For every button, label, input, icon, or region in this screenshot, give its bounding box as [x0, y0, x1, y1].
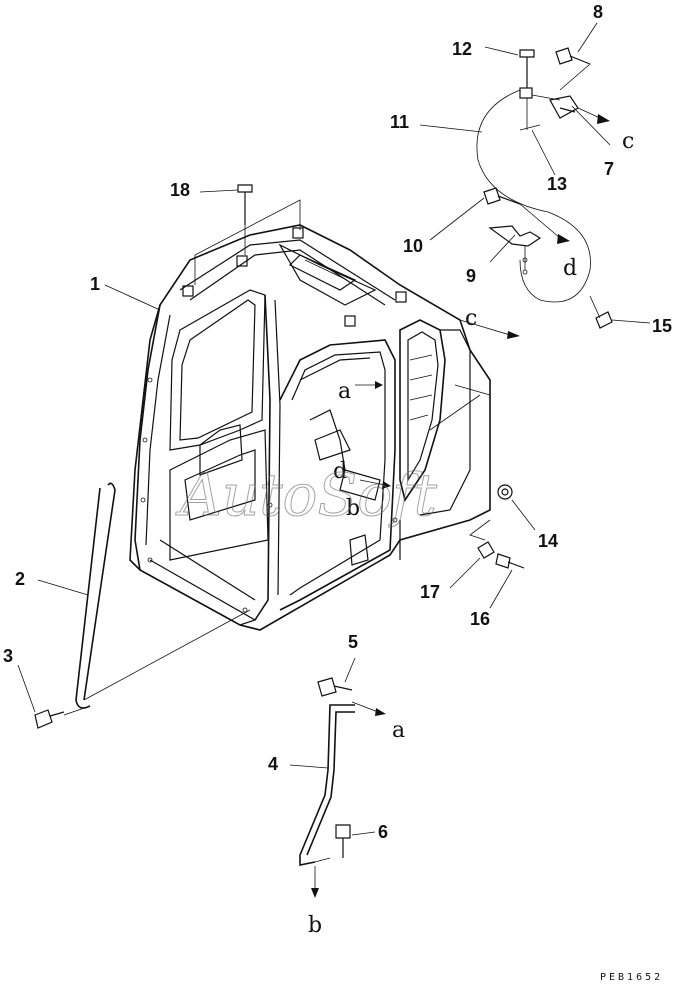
- label-part-1: 1: [90, 274, 100, 294]
- bolt-3: [34, 709, 65, 729]
- assembly-d: [483, 187, 613, 329]
- bolt-18: [194, 184, 301, 285]
- label-part-8: 8: [593, 2, 603, 22]
- label-part-12: 12: [452, 39, 472, 59]
- part-number-labels: 1 2 3 4 5 6 7 8 9 10 11 12 13 14 15 16 1…: [3, 2, 672, 842]
- label-part-9: 9: [466, 266, 476, 286]
- letter-a-pipe: a: [392, 718, 405, 743]
- letter-b-cab: b: [346, 496, 360, 521]
- letter-c-cab: c: [465, 306, 477, 331]
- figure-code: PEB1652: [600, 972, 663, 983]
- label-part-13: 13: [547, 174, 567, 194]
- label-part-6: 6: [378, 822, 388, 842]
- bolt-16-nut-17: [469, 519, 525, 569]
- label-part-17: 17: [420, 582, 440, 602]
- label-part-15: 15: [652, 316, 672, 336]
- cab-frame: [129, 224, 513, 631]
- label-part-4: 4: [268, 754, 278, 774]
- watermark: AutoSoft: [175, 461, 438, 529]
- letter-d-top: d: [563, 256, 577, 281]
- letter-b-pipe: b: [308, 913, 322, 938]
- label-part-5: 5: [348, 632, 358, 652]
- label-part-16: 16: [470, 609, 490, 629]
- label-part-7: 7: [604, 159, 614, 179]
- label-part-10: 10: [403, 236, 423, 256]
- label-part-2: 2: [15, 569, 25, 589]
- leader-lines: [17, 22, 651, 836]
- assembly-c: [476, 47, 610, 303]
- pipe-4: [299, 704, 355, 898]
- letter-c-top: c: [622, 129, 634, 154]
- label-part-14: 14: [538, 531, 558, 551]
- label-part-11: 11: [390, 112, 409, 132]
- letter-a-cab: a: [338, 379, 351, 404]
- label-part-3: 3: [3, 646, 13, 666]
- bolt-6: [335, 824, 351, 858]
- handrail-2: [63, 482, 251, 716]
- connection-letters: a a b b c c d d: [308, 129, 634, 938]
- bolt-5: [317, 677, 386, 716]
- letter-d-cab: d: [333, 459, 347, 484]
- indicator-arrows: [355, 381, 491, 489]
- label-part-18: 18: [170, 180, 190, 200]
